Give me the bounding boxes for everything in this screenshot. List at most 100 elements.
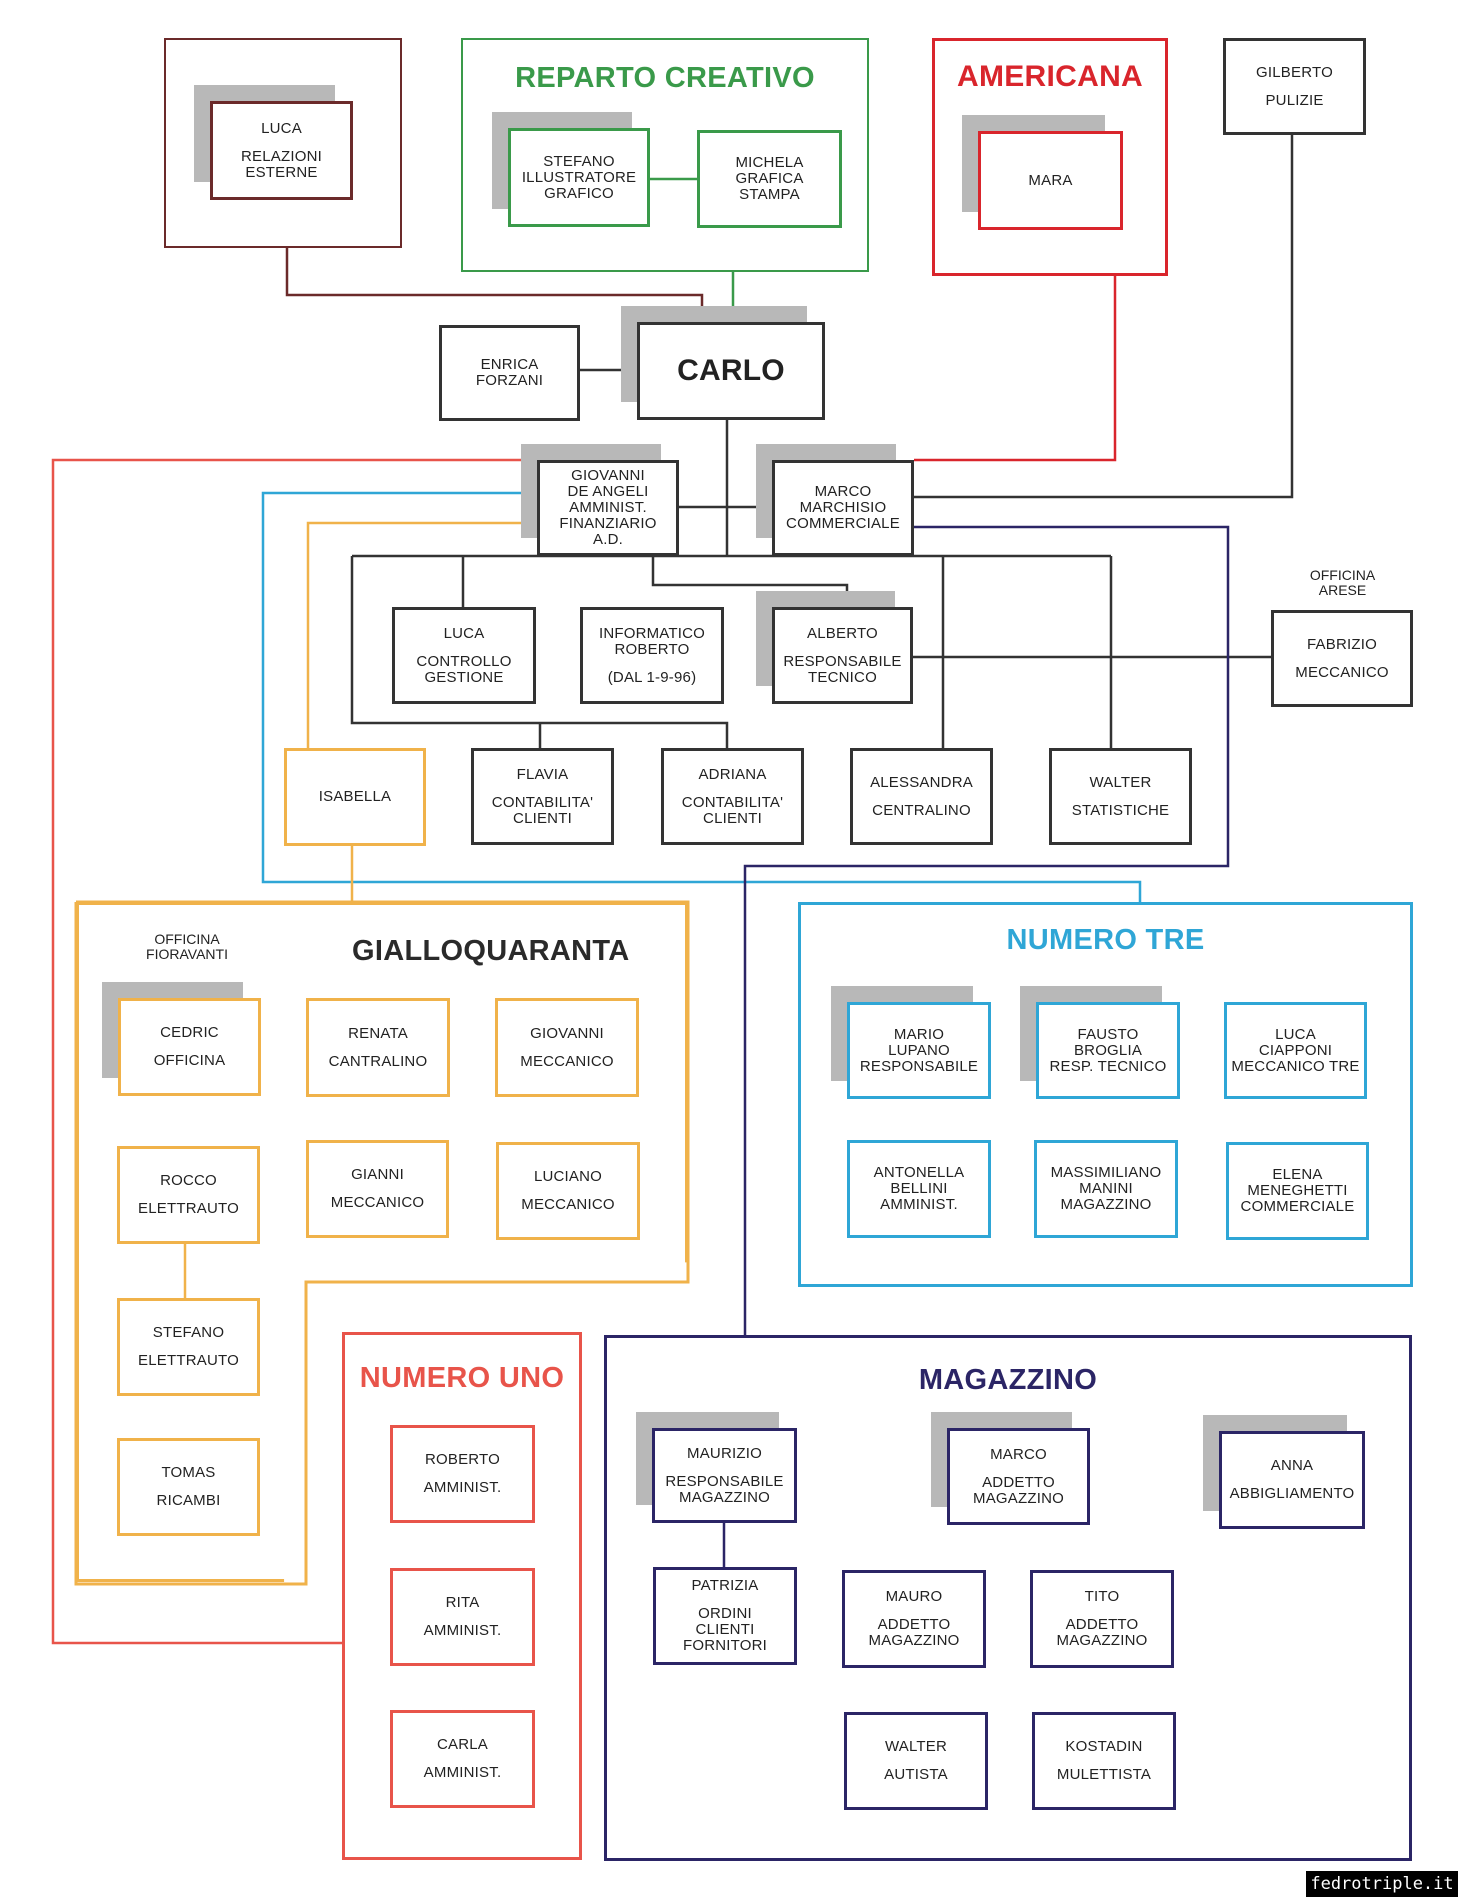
node-text: RICAMBI [156,1492,221,1509]
node-text: GESTIONE [424,668,504,686]
node-text: MAGAZZINO [1060,1196,1152,1213]
node-text: TOMAS [161,1464,216,1481]
node-text: ROBERTO [614,640,690,658]
node-text: CONTABILITA' [491,793,594,811]
node-text: TECNICO [808,668,877,686]
node-text: ORDINI [698,1605,752,1622]
node-text: RESP. TECNICO [1049,1057,1167,1075]
connector-magazzino [743,525,1230,1335]
node-text: MAGAZZINO [1056,1632,1148,1649]
group-numero-uno [342,1332,582,1860]
node-mara: MARA [978,131,1123,230]
node-text: GIOVANNI [530,1024,604,1042]
node-text: MAGAZZINO [679,1488,770,1506]
node-text: STEFANO [152,1324,225,1341]
node-text: MENEGHETTI [1247,1182,1348,1199]
group-americana [932,38,1168,276]
node-text: CIAPPONI [1258,1041,1333,1059]
node-text: MECCANICO [520,1052,614,1070]
node-text: ADDETTO [982,1473,1055,1491]
node-text: COMMERCIALE [786,515,900,532]
label-officina-fioravanti: OFFICINA FIORAVANTI [146,931,228,962]
node-text: MULETTISTA [1056,1766,1152,1783]
node-text: CARLO [677,354,785,387]
group-title-magazzino: MAGAZZINO [918,1364,1098,1396]
label-officina-arese: OFFICINA ARESE [1309,567,1376,598]
node-text: CEDRIC [160,1024,219,1041]
node-text: FINANZIARIO [559,515,657,532]
node-text: ADRIANA [698,765,767,783]
node-text: GIANNI [351,1166,404,1183]
node-text: ADDETTO [877,1616,951,1633]
node-text: CENTRALINO [872,801,971,819]
node-text: ENRICA [480,356,539,373]
node-text: TITO [1084,1588,1120,1605]
node-text: AMMINIST. [423,1479,502,1496]
node-text: CLIENTI [703,809,762,827]
group-title-gialloquaranta: GIALLOQUARANTA [352,935,630,967]
node-roberto-am: ROBERTO AMMINIST. [390,1425,535,1523]
node-text: MARCHISIO [799,499,887,516]
node-text: LUCA [443,624,485,642]
node-text: ISABELLA [318,788,392,805]
node-text: AMMINIST. [569,499,647,516]
node-text: AMMINIST. [423,1622,502,1639]
node-text: ESTERNE [245,163,318,181]
node-text: MECCANICO [330,1194,425,1211]
node-text: CLIENTI [695,1621,755,1638]
node-text: ILLUSTRATORE [521,168,637,186]
node-text: CONTROLLO [416,652,512,670]
node-text: PULIZIE [1265,91,1324,109]
node-text: STAMPA [739,186,800,203]
node-text: BELLINI [890,1180,948,1197]
node-text: GIOVANNI [571,467,645,484]
node-text: FABRIZIO [1307,635,1377,653]
node-text: COMMERCIALE [1240,1198,1355,1215]
connector-americana-marco [914,276,1117,462]
node-text: PATRIZIA [691,1577,759,1594]
node-text: A.D. [593,531,623,548]
node-text: FAUSTO [1077,1025,1139,1043]
node-text: RESPONSABILE [783,652,902,670]
node-text: FORNITORI [682,1637,768,1654]
node-text: LUCIANO [533,1168,603,1185]
connector-gilberto-marco [914,135,1294,499]
node-text: WALTER [1089,773,1152,791]
node-text: MARCO [990,1445,1047,1463]
group-numero-tre [798,902,1413,1287]
node-text: ALESSANDRA [870,773,973,791]
group-title-reparto-creativo: REPARTO CREATIVO [515,62,815,94]
watermark: fedrotriple.it [1306,1871,1458,1897]
node-text: RITA [445,1594,480,1611]
node-text: MARCO [814,483,872,500]
node-carlo: CARLO [637,322,825,420]
node-text: ABBIGLIAMENTO [1229,1485,1355,1502]
connector-numero-tre [261,491,1142,902]
node-text: STEFANO [543,152,615,170]
node-text: ALBERTO [807,624,878,642]
node-text: AMMINIST. [423,1764,502,1781]
node-text: ANTONELLA [873,1164,965,1181]
node-text: FLAVIA [516,765,569,783]
node-text: MARIO [893,1025,945,1043]
node-text: ROBERTO [424,1451,501,1468]
node-text: BROGLIA [1073,1041,1143,1059]
node-text: LUCA [1275,1025,1316,1043]
node-text: MAGAZZINO [868,1632,960,1649]
node-text: MASSIMILIANO [1050,1164,1162,1181]
